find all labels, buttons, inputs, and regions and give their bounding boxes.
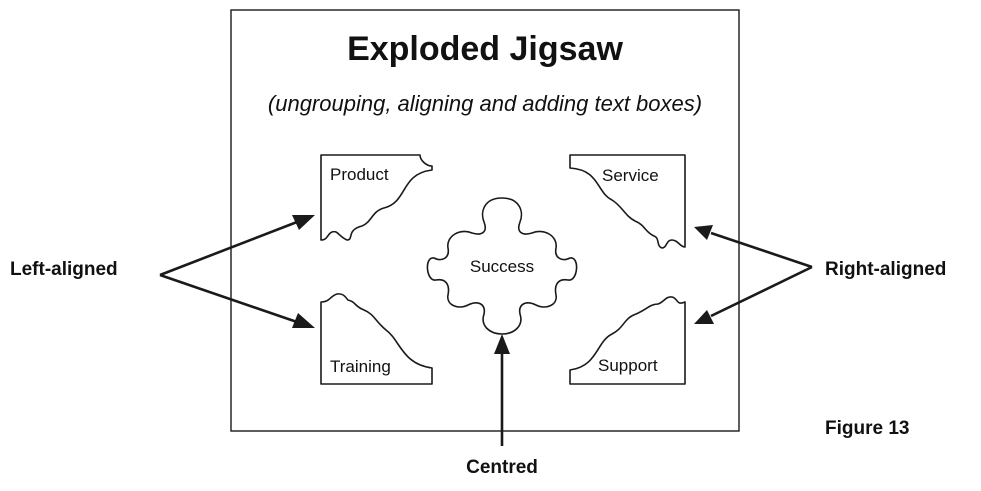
arrow-head-service — [694, 225, 713, 240]
arrow-line-to-service — [710, 231, 813, 269]
arrow-head-success — [494, 334, 510, 354]
arrow-line-to-training — [159, 273, 298, 324]
diagram-title: Exploded Jigsaw — [347, 30, 623, 68]
piece-label-product: Product — [330, 165, 389, 184]
left-aligned-arrows — [159, 215, 315, 328]
piece-label-success: Success — [470, 257, 534, 276]
arrow-head-support — [694, 310, 714, 324]
jigsaw-piece-training: Training — [320, 293, 433, 385]
jigsaw-piece-product: Product — [320, 154, 433, 241]
piece-label-support: Support — [598, 356, 658, 375]
diagram-subtitle: (ungrouping, aligning and adding text bo… — [268, 91, 702, 116]
callout-centred: Centred — [466, 457, 538, 478]
piece-label-training: Training — [330, 357, 391, 376]
right-aligned-arrows — [694, 225, 813, 324]
jigsaw-piece-success: Success — [426, 197, 578, 335]
arrow-head-product — [292, 215, 315, 230]
arrow-line-to-product — [159, 220, 298, 277]
figure-label: Figure 13 — [825, 418, 909, 439]
jigsaw-piece-support: Support — [569, 296, 686, 385]
jigsaw-piece-service: Service — [569, 154, 686, 249]
callout-left-aligned: Left-aligned — [10, 259, 118, 280]
callout-right-aligned: Right-aligned — [825, 259, 946, 280]
piece-label-service: Service — [602, 166, 659, 185]
centred-arrow — [494, 334, 510, 446]
arrow-line-to-support — [710, 265, 813, 318]
arrow-head-training — [292, 313, 315, 328]
